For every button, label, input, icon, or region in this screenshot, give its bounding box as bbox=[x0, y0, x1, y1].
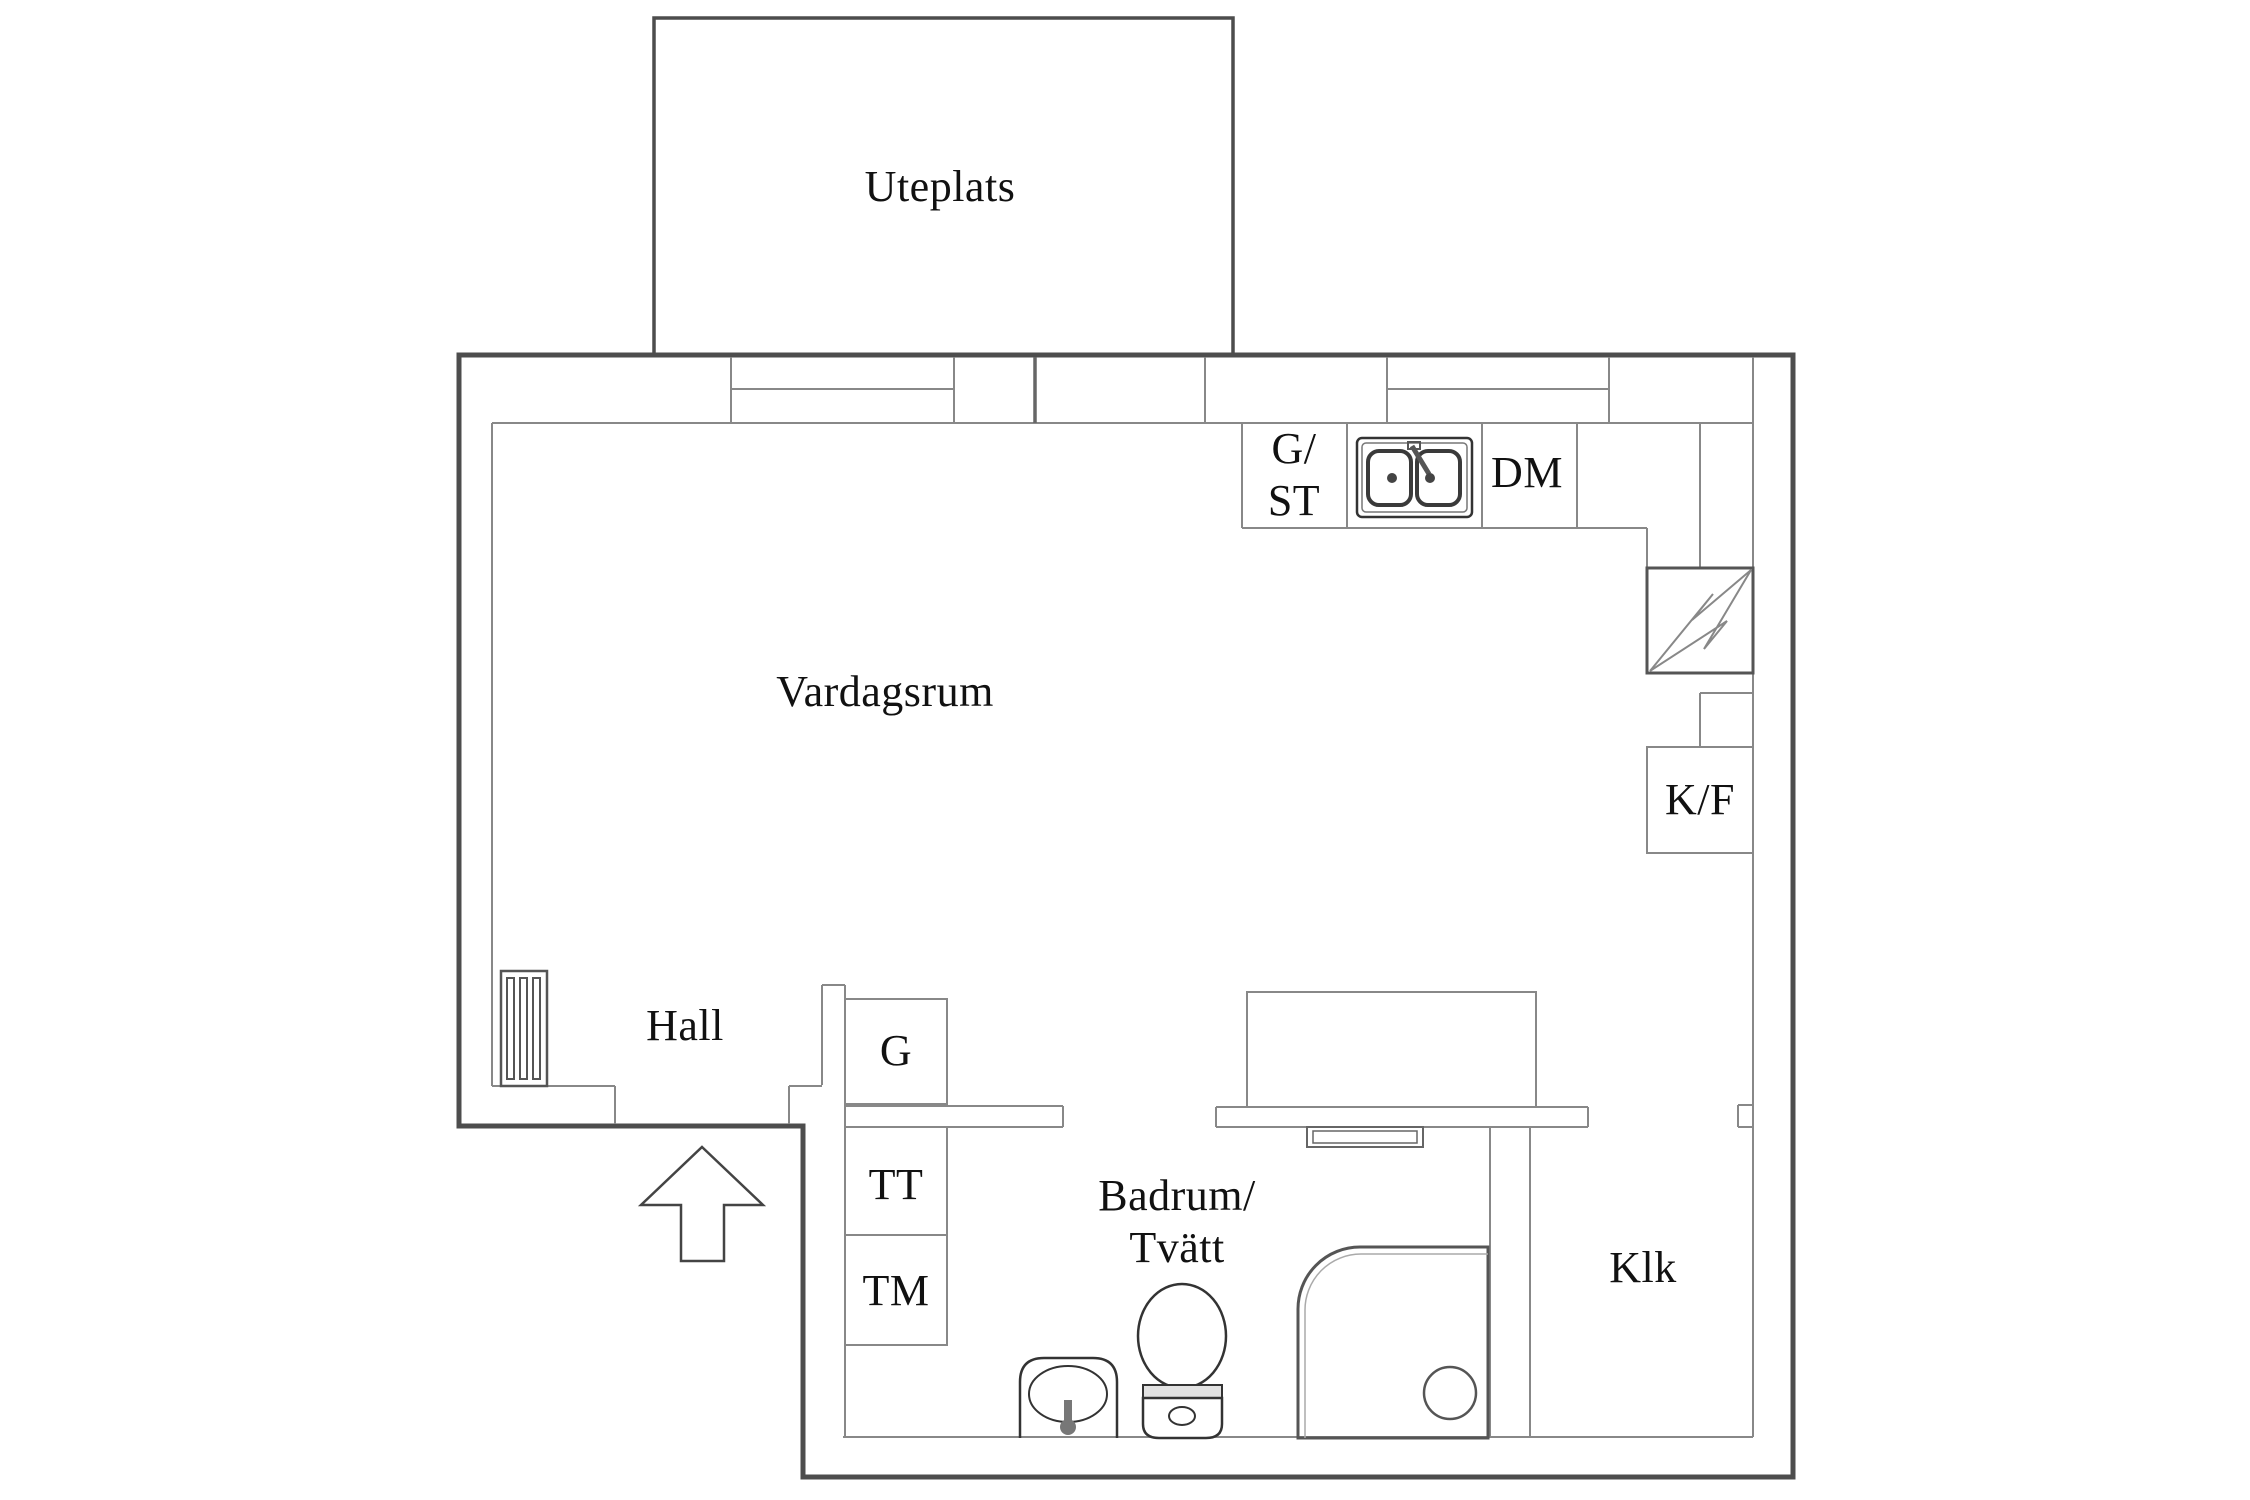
room-label-badrum: Badrum/ Tvätt bbox=[1098, 1171, 1256, 1272]
kitchen-sink-icon bbox=[1355, 436, 1474, 519]
hall-walls bbox=[492, 984, 846, 1437]
wardrobe-block bbox=[1246, 991, 1537, 1108]
electrical-cabinet bbox=[1645, 566, 1755, 675]
toilet-icon bbox=[1136, 1282, 1228, 1440]
appliance-label-tm: TM bbox=[862, 1266, 930, 1316]
room-label-hall: Hall bbox=[646, 1001, 724, 1051]
kitchen-counter bbox=[1241, 423, 1701, 568]
entrance-arrow-icon bbox=[637, 1145, 767, 1263]
right-side-cabinets bbox=[1646, 692, 1754, 854]
washer-box bbox=[844, 1234, 948, 1346]
appliance-label-dm: DM bbox=[1491, 448, 1563, 498]
hall-closet-g-box bbox=[844, 998, 948, 1105]
bathroom-top-wall bbox=[845, 1105, 1589, 1128]
patio-outline bbox=[652, 16, 1235, 355]
fridge-freezer-box bbox=[1646, 746, 1754, 854]
outer-walls bbox=[456, 352, 1796, 1480]
washbasin-icon bbox=[1018, 1356, 1119, 1438]
appliance-label-g: G bbox=[879, 1026, 913, 1076]
room-label-klk: Klk bbox=[1609, 1243, 1677, 1293]
top-wall-band bbox=[491, 357, 1754, 1437]
radiator-icon bbox=[499, 969, 549, 1088]
room-label-vardagsrum: Vardagsrum bbox=[776, 667, 994, 717]
appliance-label-gst: G/ ST bbox=[1267, 424, 1321, 525]
corner-shower-icon bbox=[1296, 1245, 1490, 1440]
room-label-uteplats: Uteplats bbox=[864, 162, 1016, 212]
appliance-label-kf: K/F bbox=[1665, 775, 1735, 825]
appliance-label-tt: TT bbox=[868, 1160, 924, 1210]
sliding-door-icon bbox=[1306, 1126, 1424, 1148]
lightning-icon bbox=[1649, 569, 1752, 672]
